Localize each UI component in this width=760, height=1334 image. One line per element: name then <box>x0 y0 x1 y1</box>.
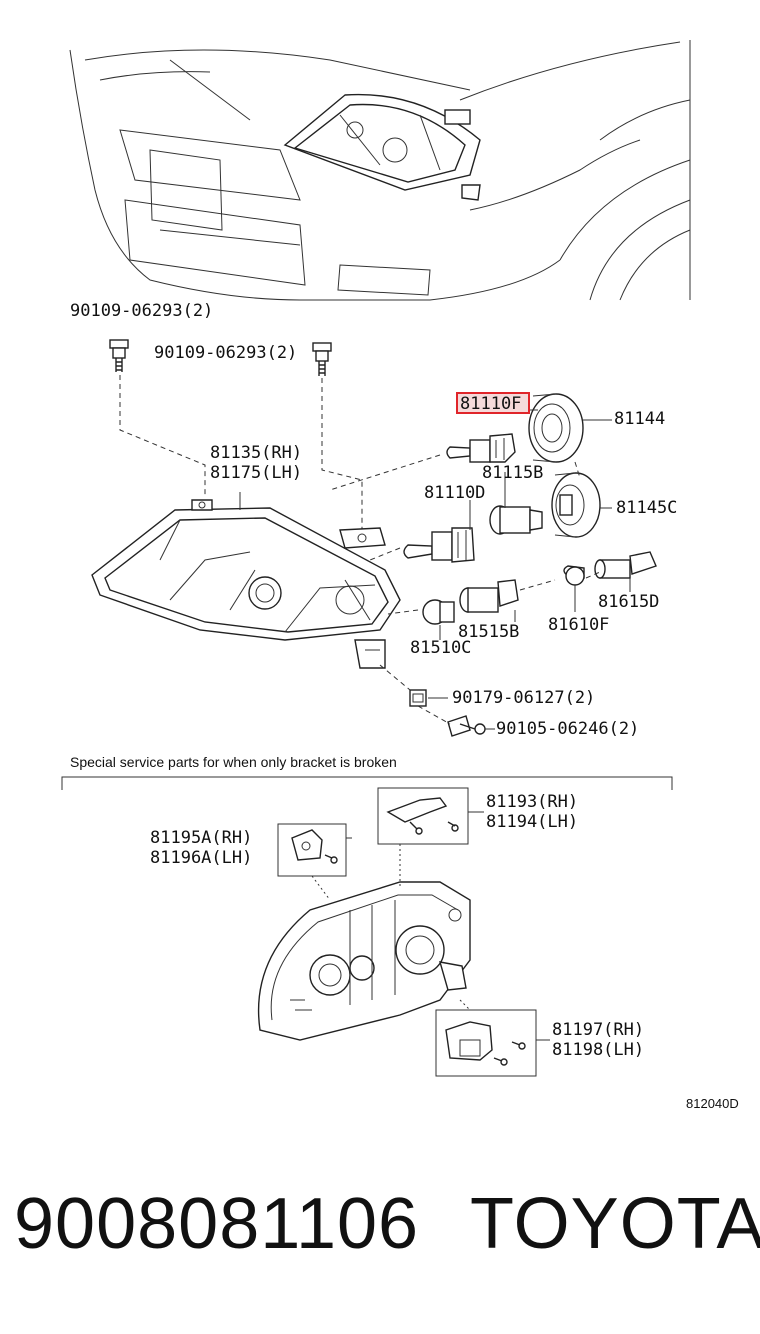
bracket-lower-box <box>435 1009 537 1077</box>
footer-part-number: 9008081106 <box>14 1184 420 1264</box>
special-service-note: Special service parts for when only brac… <box>70 754 397 770</box>
label-nut: 90179-06127(2) <box>452 688 595 708</box>
cap-81145c <box>551 472 601 538</box>
socket-81115b <box>489 505 543 535</box>
label-bracket-lower-lh: 81198(LH) <box>552 1040 644 1060</box>
bulb-81110f <box>446 433 516 463</box>
label-bracket-upper-lh: 81194(LH) <box>486 812 578 832</box>
label-bulb-d: 81110D <box>424 483 485 503</box>
bracket-upper-box <box>377 787 469 845</box>
label-cap-c: 81145C <box>616 498 677 518</box>
diagram-code: 812040D <box>686 1096 739 1111</box>
footer-brand: TOYOTA <box>470 1184 760 1264</box>
bulb-81610f <box>563 565 585 586</box>
label-socket-515b: 81515B <box>458 622 519 642</box>
car-front-illustration <box>69 40 691 301</box>
socket-81615d <box>594 551 657 579</box>
bolt-right <box>312 342 332 376</box>
headlamp-housing-rear <box>257 881 471 1041</box>
cover-81144 <box>528 393 584 463</box>
label-bracket-side-rh: 81195A(RH) <box>150 828 252 848</box>
label-screw: 90105-06246(2) <box>496 719 639 739</box>
bracket-group-line <box>61 776 673 790</box>
bulb-81110d <box>403 527 475 563</box>
bulb-81510c <box>422 599 455 625</box>
label-socket-b: 81115B <box>482 463 543 483</box>
bracket-side-box <box>277 823 347 877</box>
headlamp-unit <box>91 499 401 669</box>
label-bracket-lower-rh: 81197(RH) <box>552 1020 644 1040</box>
label-socket-d: 81615D <box>598 592 659 612</box>
label-unit-rh: 81135(RH) <box>210 443 302 463</box>
label-bolt-b: 90109-06293(2) <box>154 343 297 363</box>
label-bulb-f: 81610F <box>548 615 609 635</box>
bolt-left <box>109 339 129 372</box>
label-bulb-highlight: 81110F <box>460 394 521 414</box>
socket-81515b <box>459 579 519 613</box>
label-cover: 81144 <box>614 409 665 429</box>
label-bulb-510c: 81510C <box>410 638 471 658</box>
nut-90179 <box>409 689 427 707</box>
label-bolt-a: 90109-06293(2) <box>70 301 213 321</box>
label-bracket-upper-rh: 81193(RH) <box>486 792 578 812</box>
label-bracket-side-lh: 81196A(LH) <box>150 848 252 868</box>
highlight-box <box>456 392 530 414</box>
label-unit-lh: 81175(LH) <box>210 463 302 483</box>
screw-90105 <box>447 715 486 737</box>
